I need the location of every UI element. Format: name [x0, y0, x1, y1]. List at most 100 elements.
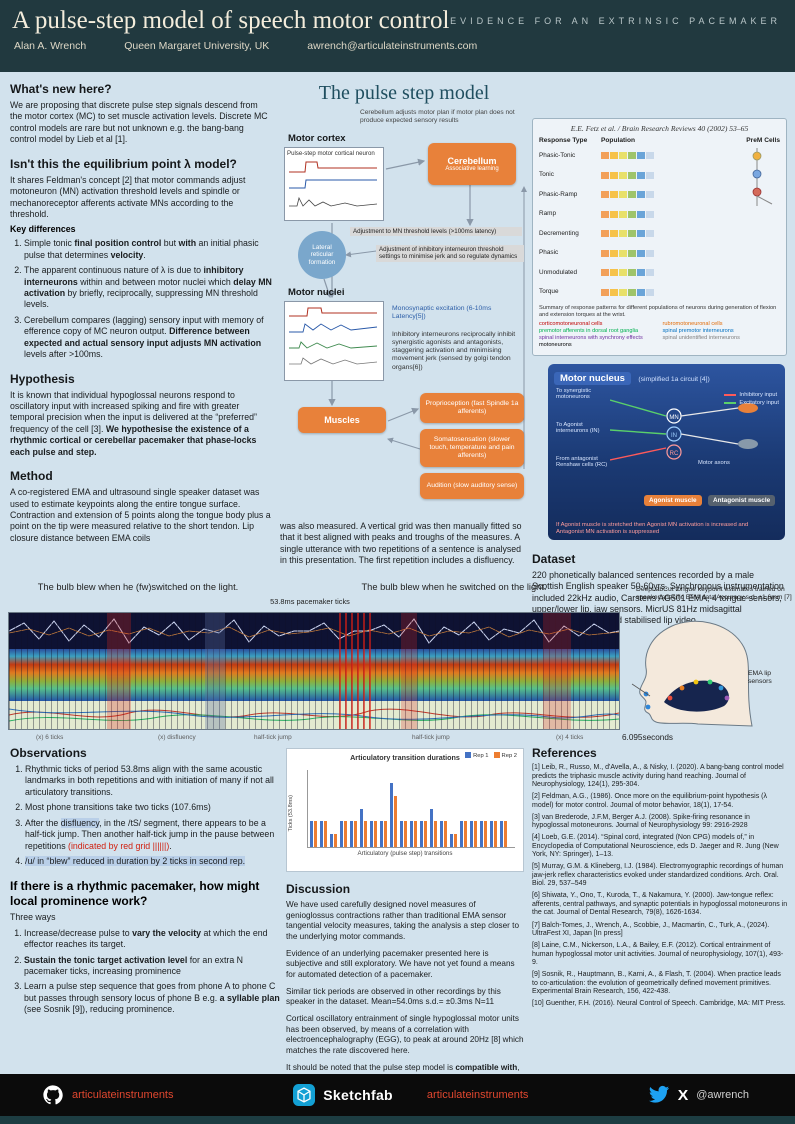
reference-item: [8] Laine, C.M., Nickerson, L.A., & Bail… — [532, 942, 784, 967]
key-difference-item: The apparent continuous nature of λ is d… — [24, 265, 272, 311]
spectrogram-panel — [8, 612, 620, 730]
adjustment-mn-note: Adjustment to MN threshold levels (>100m… — [350, 227, 522, 237]
fetz-footnote: Summary of response patterns for differe… — [539, 305, 777, 318]
motor-nucleus-panel: Motor nucleus (simplified 1a circuit [4]… — [548, 363, 785, 540]
method-body-part2: was also measured. A vertical grid was t… — [280, 521, 522, 566]
motor-nucleus-title: Motor nucleus — [554, 371, 631, 385]
key-differences-list: Simple tonic final position control but … — [24, 238, 272, 360]
lateral-reticular-formation: Lateral reticular formation — [298, 231, 346, 279]
keypoint-traces — [9, 708, 619, 722]
twitter-bird-icon — [649, 1085, 670, 1103]
github-icon — [43, 1085, 63, 1105]
table-row: Unmodulated — [539, 263, 734, 281]
annotation: half-tick jump — [254, 734, 292, 741]
fetz-col-prem-cells: PreM Cells — [746, 137, 780, 144]
highlight-band-red3 — [543, 613, 571, 729]
fetz-figure: E.E. Fetz et al. / Brain Research Review… — [532, 118, 787, 356]
label-synergistic: To synergistic motoneurons — [556, 387, 592, 401]
deeplabcut-note: DeepLabCut tongue keypoint estimates tra… — [636, 586, 792, 602]
section-method: Method A co-registered EMA and ultrasoun… — [10, 469, 272, 544]
equilibrium-intro: It shares Feldman's concept [2] that mot… — [10, 174, 246, 219]
sketchfab-handle: articulateinstruments — [426, 1089, 529, 1101]
somatosensation-box: Somatosensation (slower touch, temperatu… — [420, 429, 524, 467]
observations-heading: Observations — [10, 746, 87, 760]
author-row: Alan A. Wrench Queen Margaret University… — [0, 35, 795, 52]
observation-item: Rhythmic ticks of period 53.8ms align wi… — [25, 764, 282, 798]
left-column: What's new here? We are proposing that d… — [10, 82, 272, 555]
discussion-paragraph: Similar tick periods are observed in oth… — [286, 986, 501, 1007]
reference-item: [5] Murray, G.M. & Klineberg, I.J. (1984… — [532, 863, 784, 888]
fetz-table-header: Response Type Population PreM Cells — [539, 137, 780, 144]
spectrogram-section: The bulb blew when he (fw)switched on th… — [0, 582, 795, 746]
fetz-caption: E.E. Fetz et al. / Brain Research Review… — [570, 124, 749, 133]
cortical-neuron-caption: Pulse-step motor cortical neuron — [287, 150, 375, 157]
transition-chart-bars — [307, 770, 515, 848]
section-whats-new: What's new here? We are proposing that d… — [10, 82, 272, 146]
sagittal-head-diagram — [631, 620, 753, 727]
legend-excitatory: Excitatory input — [739, 399, 779, 406]
articulatory-tracks-strip — [9, 701, 619, 729]
legend-item: premotor afferents in dorsal root gangli… — [539, 327, 639, 334]
whats-new-heading: What's new here? — [10, 82, 112, 96]
observations-list: Rhythmic ticks of period 53.8ms align wi… — [25, 764, 282, 867]
section-discussion: Discussion We have used carefully design… — [286, 882, 524, 1095]
pulse-step-traces — [289, 161, 378, 207]
audition-label: Audition (slow auditory sense) — [426, 481, 518, 489]
sketchfab-brand: Sketchfab — [323, 1087, 393, 1103]
reference-item: [6] Shiwata, Y., Ono, T., Kuroda, T., & … — [532, 892, 788, 917]
table-row: Decrementing — [539, 224, 734, 242]
sketchfab-icon — [293, 1084, 316, 1106]
legend-item: spinal premotor interneurons — [662, 327, 734, 334]
footer: articulateinstruments Sketchfab articula… — [0, 1074, 795, 1116]
chart-title: Articulatory transition durations — [350, 753, 460, 762]
antagonist-muscle-label: Antagonist muscle — [708, 494, 776, 506]
discussion-paragraph: Evidence of an underlying pacemaker pres… — [286, 948, 515, 979]
legend-item: spinal unidentified interneurons — [662, 335, 740, 342]
legend-swatch-rep2 — [493, 752, 500, 758]
pause-red-grid — [339, 613, 375, 729]
discussion-heading: Discussion — [286, 882, 351, 896]
legend-item: corticomotoneuronal cells — [539, 320, 603, 327]
equilibrium-heading: Isn't this the equilibrium point λ model… — [10, 156, 237, 171]
pacemaker-item: Increase/decrease pulse to vary the velo… — [24, 928, 282, 951]
head-figure: DeepLabCut tongue keypoint estimates tra… — [622, 586, 792, 744]
table-row: Tonic — [539, 166, 734, 184]
utterance-caption-rep2: The bulb blew when he switched on the li… — [361, 582, 547, 592]
label-agonist-interneurons: To Agonist interneurons (IN) — [556, 421, 600, 435]
fetz-col-response-type: Response Type — [539, 137, 588, 144]
somatosensation-label: Somatosensation (slower touch, temperatu… — [429, 435, 515, 460]
svg-text:RC: RC — [670, 451, 679, 457]
waveform-strip — [9, 613, 619, 649]
highlight-band-red — [107, 613, 131, 729]
author-email: awrench@articulateinstruments.com — [307, 40, 478, 52]
github-link[interactable]: articulateinstruments — [42, 1084, 174, 1106]
spectrogram-strip — [9, 649, 619, 701]
proprioception-label: Proprioception (fast Spindle 1a afferent… — [425, 399, 519, 415]
observation-item: After the disfluency, in the /tS/ segmen… — [25, 817, 282, 852]
motor-nucleus-circuit: MN IN RC — [610, 399, 758, 461]
label-motor-axons: Motor axons — [698, 459, 730, 466]
reference-item: [10] Guenther, F.H. (2016). Neural Contr… — [532, 1000, 786, 1008]
transition-chart: Articulatory transition durations Rep 1 … — [286, 748, 524, 872]
poster-tagline: EVIDENCE FOR AN EXTRINSIC PACEMAKER — [450, 16, 781, 26]
table-row: Phasic — [539, 244, 734, 262]
pulse-step-diagram: Cerebellum adjusts motor plan if motor p… — [280, 109, 528, 515]
footer-strip — [0, 1116, 795, 1124]
legend-item: motoneurons — [539, 342, 572, 349]
muscles-box: Muscles — [298, 407, 386, 433]
method-body-part1: A co-registered EMA and ultrasound singl… — [10, 487, 271, 543]
annotation: (x) 4 ticks — [556, 734, 584, 741]
motor-nucleus-subtitle: (simplified 1a circuit [4]) — [638, 375, 710, 383]
twitter-link[interactable]: X @awrench — [648, 1085, 749, 1105]
key-differences-label: Key differences — [10, 224, 76, 235]
legend-item: rubromotoneuronal cells — [662, 320, 723, 327]
author-name: Alan A. Wrench — [14, 40, 87, 52]
motor-nucleus-caption: If Agonist muscle is stretched then Agon… — [556, 521, 749, 535]
highlight-band-red2 — [401, 613, 417, 729]
pacemaker-heading: If there is a rhythmic pacemaker, how mi… — [10, 879, 260, 909]
chart-ylabel: Ticks (53.8ms) — [288, 795, 294, 832]
motor-nuclei-box — [284, 301, 384, 381]
github-handle: articulateinstruments — [72, 1089, 174, 1101]
sketchfab-link[interactable]: Sketchfab articulateinstruments — [293, 1084, 528, 1106]
